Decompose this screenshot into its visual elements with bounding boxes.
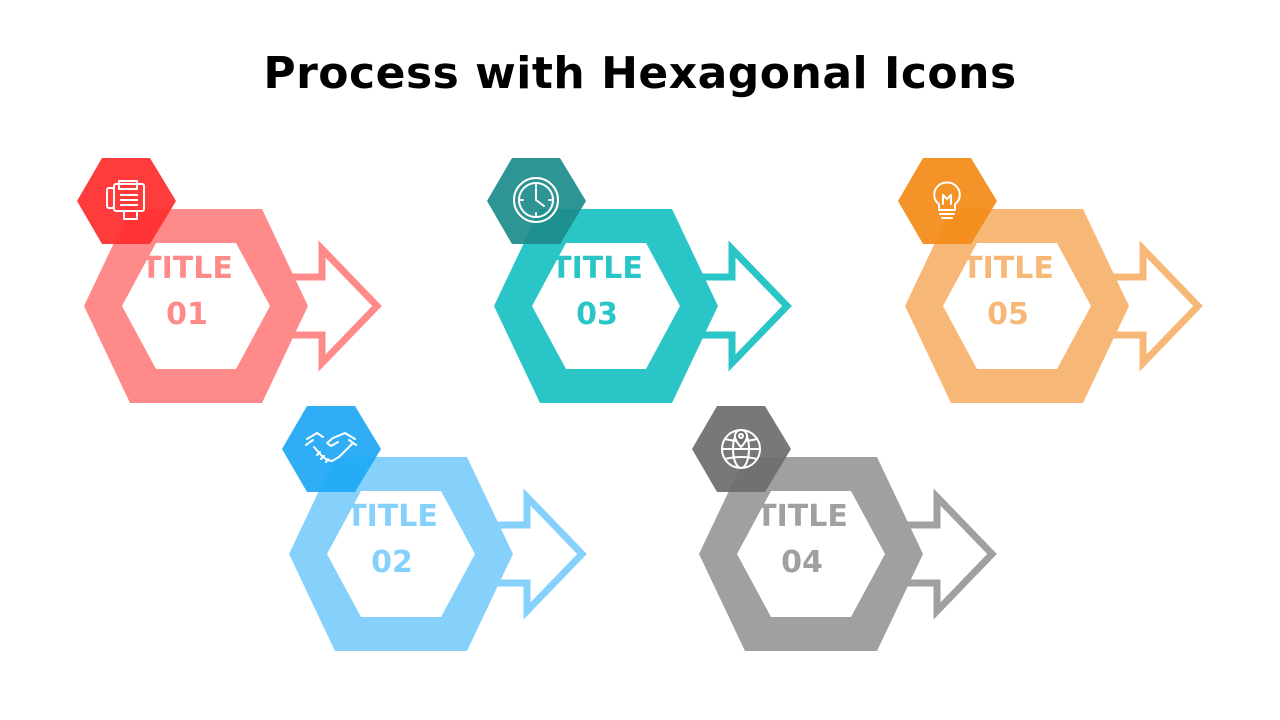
step-graphic — [282, 406, 587, 651]
light-bulb-icon — [933, 181, 961, 219]
step-number: 04 — [781, 545, 823, 580]
globe-location-icon — [721, 429, 761, 469]
step-title: TITLE — [962, 251, 1054, 286]
step-label: TITLE 03 — [522, 212, 672, 372]
icon-hexagon — [282, 406, 381, 492]
step-graphic — [77, 158, 382, 403]
step-graphic — [692, 406, 997, 651]
step-title: TITLE — [756, 499, 848, 534]
step-number: 05 — [987, 297, 1029, 332]
clock-icon — [513, 177, 559, 223]
step-label: TITLE 02 — [317, 460, 467, 620]
step-label: TITLE 01 — [112, 212, 262, 372]
process-step-05: TITLE 05 — [897, 157, 1217, 417]
fax-machine-icon — [106, 180, 145, 220]
step-title: TITLE — [141, 251, 233, 286]
page-title: Process with Hexagonal Icons — [263, 48, 1017, 99]
process-step-04: TITLE 04 — [691, 405, 1011, 665]
step-title: TITLE — [346, 499, 438, 534]
step-number: 01 — [166, 297, 208, 332]
step-label: TITLE 05 — [933, 212, 1083, 372]
hexagon-ring — [289, 457, 513, 651]
step-title: TITLE — [551, 251, 643, 286]
process-step-02: TITLE 02 — [281, 405, 601, 665]
step-label: TITLE 04 — [727, 460, 877, 620]
step-number: 03 — [576, 297, 618, 332]
handshake-icon — [305, 432, 357, 463]
step-graphic — [898, 158, 1203, 403]
step-graphic — [487, 158, 792, 403]
process-step-03: TITLE 03 — [486, 157, 806, 417]
hexagon-ring — [699, 457, 923, 651]
hexagon-ring — [494, 209, 718, 403]
hexagon-ring — [905, 209, 1129, 403]
step-number: 02 — [371, 545, 413, 580]
icon-hexagon — [898, 158, 997, 244]
process-step-01: TITLE 01 — [76, 157, 396, 417]
hexagon-ring — [84, 209, 308, 403]
